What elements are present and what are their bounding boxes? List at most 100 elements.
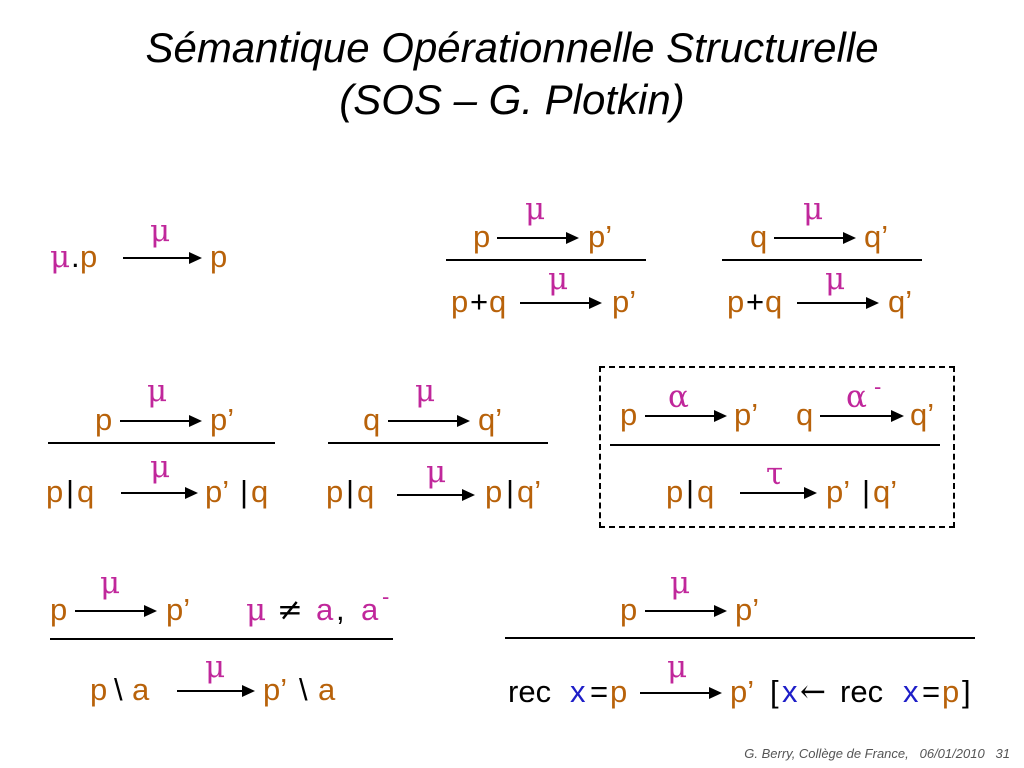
premise-p: p [473,219,491,254]
label-mu: μ [147,373,168,409]
transition-arrow [645,605,727,617]
premise-p: p [95,402,113,437]
premise-p-prime: p’ [588,219,613,254]
right-bracket: ] [962,674,971,709]
side-condition-mu: μ [246,592,267,628]
footer-page-number: 31 [995,746,1010,761]
premise-p-prime: p’ [735,592,760,627]
label-mu: μ [525,191,546,227]
premise-p: p [620,397,638,432]
transition-arrow [388,415,470,427]
premise-q-prime: q’ [478,402,503,437]
premise-q: q [363,402,381,437]
conclusion-q: q [77,474,95,509]
premise-p-prime: p’ [734,397,759,432]
conclusion-a: a [132,672,150,707]
equals: = [922,674,941,709]
transition-arrow [121,487,198,499]
conclusion-q-prime: q’ [873,474,898,509]
label-mu: μ [150,449,171,485]
comma: , [336,592,345,627]
body-p: p [610,674,628,709]
conclusion-q: q [697,474,715,509]
pipe: | [346,474,355,509]
co-action-bar: - [874,374,882,399]
term-p: p [80,239,98,274]
label-mu: μ [205,649,226,685]
inference-line [50,638,393,640]
left-bracket: [ [770,674,779,709]
var-x: x [570,674,586,709]
plus: + [470,284,489,319]
transition-arrow [123,252,202,264]
conclusion-q-prime: q’ [517,474,542,509]
label-mu: μ [426,454,447,490]
transition-arrow [520,297,602,309]
slide-footer: G. Berry, Collège de France, 06/01/2010 … [744,746,1010,761]
transition-arrow [177,685,255,697]
premise-p: p [50,592,68,627]
transition-arrow [740,487,817,499]
label-tau: τ [766,456,784,492]
inference-line [610,444,940,446]
pipe: | [240,474,249,509]
label-mu: μ [100,565,121,601]
plus: + [746,284,765,319]
transition-arrow [497,232,579,244]
label-mu: μ [670,565,691,601]
conclusion-q-prime: q’ [888,284,913,319]
rec-keyword: rec [840,674,884,709]
conclusion-p-prime: p’ [826,474,851,509]
conclusion-p-prime: p’ [263,672,288,707]
conclusion-p-prime: p’ [612,284,637,319]
pipe: | [862,474,871,509]
not-equal: ≠ [277,592,303,628]
transition-arrow [120,415,202,427]
pipe: | [66,474,75,509]
transition-arrow [640,687,722,699]
var-x: x [903,674,919,709]
premise-q-prime: q’ [910,397,935,432]
conclusion-q: q [357,474,375,509]
substitution-arrow: ← [800,674,826,710]
label-mu: μ [667,649,688,685]
transition-arrow [397,489,475,501]
inference-line [328,442,548,444]
slide-title-line-1: Sémantique Opérationnelle Structurelle [145,24,879,71]
action-mu: μ [50,239,71,275]
conclusion-p: p [326,474,344,509]
side-condition-a: a [316,592,334,627]
label-mu: μ [825,261,846,297]
conclusion-p: p [727,284,745,319]
conclusion-p: p [485,474,503,509]
transition-arrow [75,605,157,617]
footer-author: G. Berry, Collège de France, [744,746,909,761]
conclusion-q: q [251,474,269,509]
inference-line [505,637,975,639]
premise-q: q [796,397,814,432]
conclusion-p: p [46,474,64,509]
rec-keyword: rec [508,674,552,709]
conclusion-p: p [451,284,469,319]
conclusion-p: p [90,672,108,707]
label-mu: μ [415,373,436,409]
dot: . [71,239,80,274]
body-p: p [942,674,960,709]
label-alpha: α [846,379,867,415]
conclusion-q: q [765,284,783,319]
pipe: | [506,474,515,509]
transition-arrow [797,297,879,309]
backslash: \ [114,672,123,707]
label-mu: μ [548,261,569,297]
inference-line [48,442,275,444]
premise-p-prime: p’ [210,402,235,437]
conclusion-p-prime: p’ [205,474,230,509]
conclusion-q: q [489,284,507,319]
label-mu: μ [150,213,171,249]
slide-title-line-2: (SOS – G. Plotkin) [339,76,685,123]
transition-arrow [645,410,727,422]
term-p: p [210,239,228,274]
var-x: x [782,674,798,709]
premise-p-prime: p’ [166,592,191,627]
conclusion-p: p [666,474,684,509]
